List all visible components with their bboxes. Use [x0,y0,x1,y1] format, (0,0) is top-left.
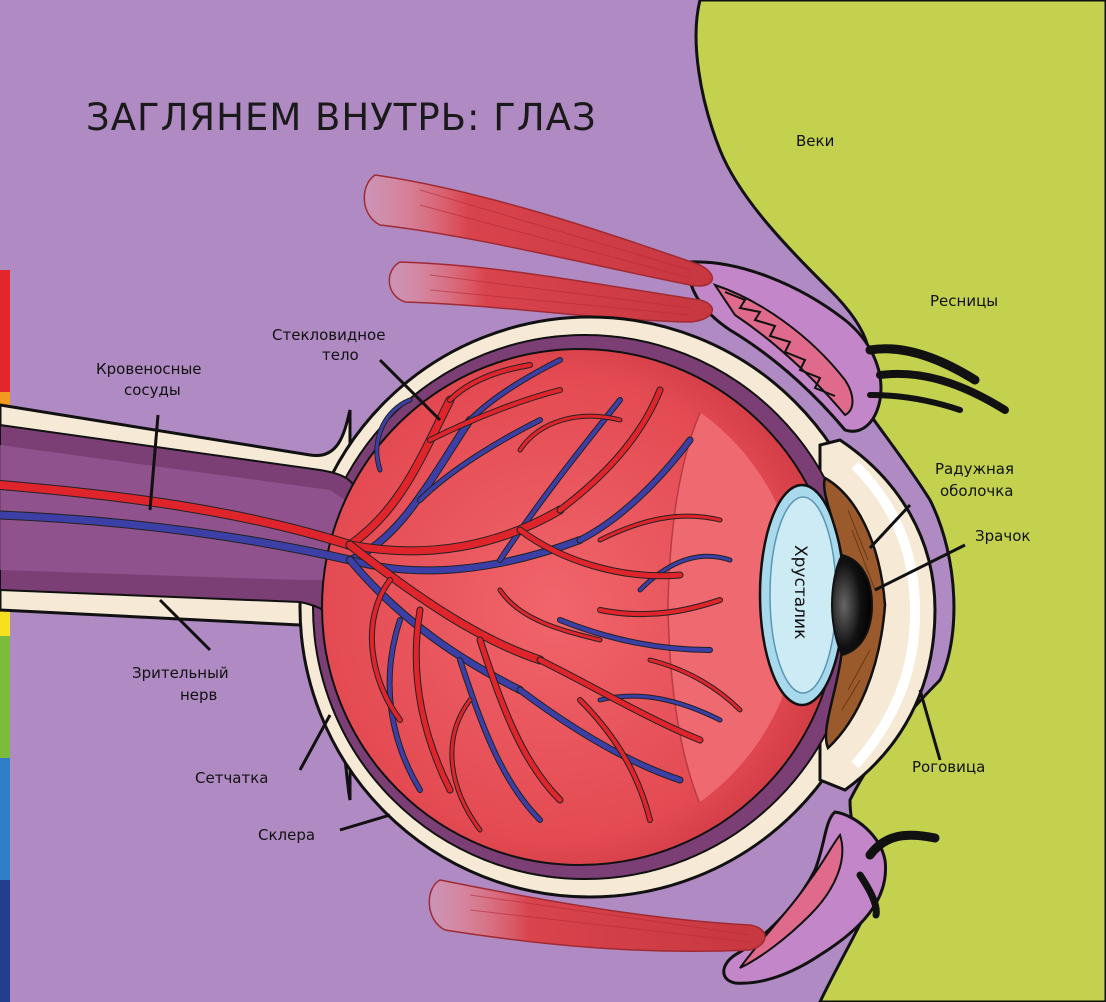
label-vessels-1: Кровеносные [96,360,202,378]
label-vessels-2: сосуды [124,381,181,399]
rainbow-band [0,270,10,393]
page-title: ЗАГЛЯНЕМ ВНУТРЬ: ГЛАЗ [86,96,597,139]
label-optic-nerve-1: Зрительный [132,664,229,682]
rainbow-stripe [0,270,10,1002]
label-vitreous-2: тело [322,346,359,364]
label-pupil: Зрачок [975,527,1030,545]
label-iris-2: оболочка [940,482,1013,500]
rainbow-band [0,758,10,881]
label-eyelashes: Ресницы [930,292,998,310]
rainbow-band [0,880,10,1002]
label-eyelids: Веки [796,132,834,150]
lens-label: Хрусталик [790,545,810,639]
label-retina: Сетчатка [195,769,268,787]
label-cornea: Роговица [912,758,985,776]
label-iris-1: Радужная [935,460,1014,478]
label-vitreous-1: Стекловидное [272,326,385,344]
rainbow-band [0,636,10,759]
label-sclera: Склера [258,826,315,844]
label-optic-nerve-2: нерв [180,686,217,704]
